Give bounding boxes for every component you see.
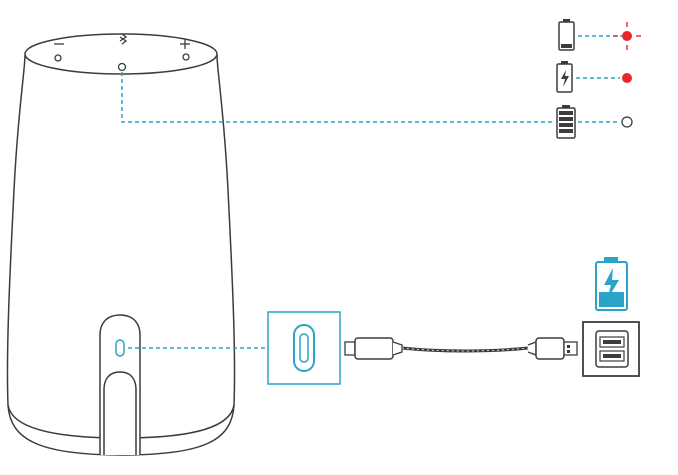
guide-lines [121,35,622,349]
power-button-icon [182,53,190,61]
bluetooth-button-icon [119,33,128,45]
volume-up-button-icon [180,39,190,49]
usb-power-adapter-icon [582,321,640,377]
battery-low-icon [558,19,575,51]
status-led-icon [117,62,127,72]
battery-full-icon [556,105,576,139]
speaker-top-buttons [54,33,190,72]
battery-charging-blue-icon [595,257,628,311]
led-flashing-red-icon [613,22,641,50]
battery-charging-icon [556,61,573,93]
speaker-port-cover [99,314,141,455]
play-button-icon [54,54,62,62]
speaker-usb-c-port-icon [115,339,125,357]
led-off-icon [621,116,633,128]
led-solid-red-icon [622,73,632,83]
usb-cable-icon [344,337,578,360]
usb-c-port-callout-icon [267,311,341,385]
